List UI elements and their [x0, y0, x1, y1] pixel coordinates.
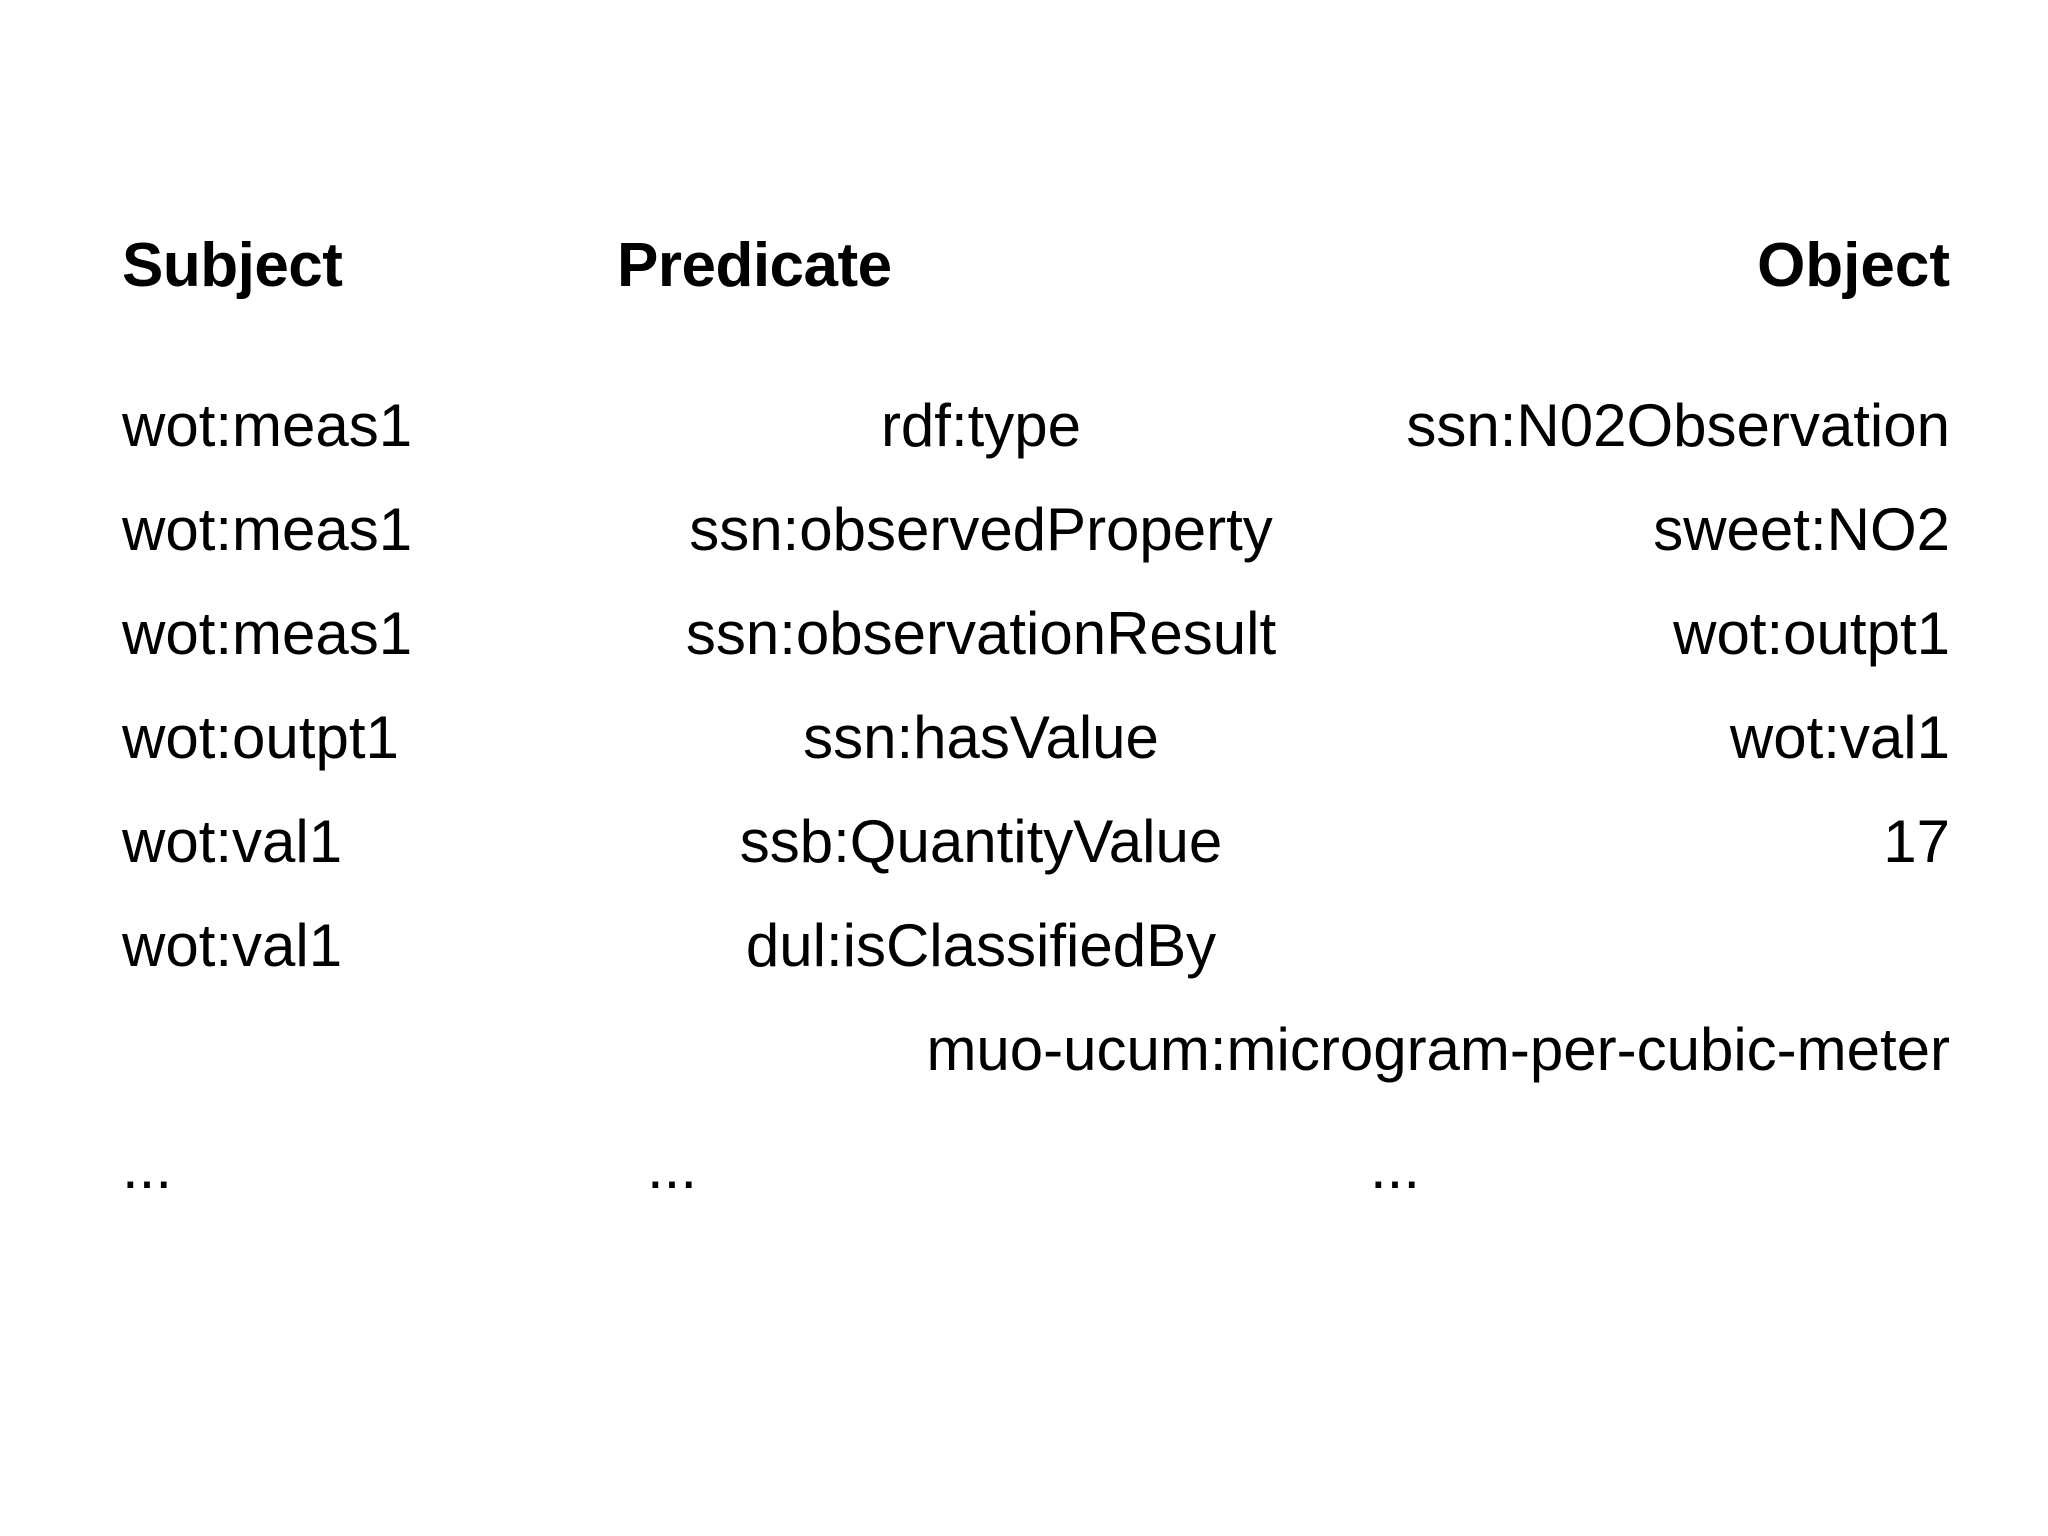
ellipsis-predicate: ... — [647, 1134, 698, 1201]
cell-predicate: ssn:hasValue — [803, 704, 1159, 771]
cell-object: wot:val1 — [1729, 704, 1950, 771]
table-row: wot:val1 ssb:QuantityValue 17 — [122, 790, 1950, 894]
table-row-ellipsis: ... ... ... — [122, 1116, 1950, 1220]
cell-object: ssn:N02Observation — [1406, 392, 1950, 459]
table-row: wot:outpt1 ssn:hasValue wot:val1 — [122, 686, 1950, 790]
table-row: wot:meas1 rdf:type ssn:N02Observation — [122, 374, 1950, 478]
cell-predicate: rdf:type — [880, 392, 1082, 459]
cell-predicate: ssn:observationResult — [685, 600, 1277, 667]
table-body: wot:meas1 rdf:type ssn:N02Observation wo… — [122, 374, 1950, 1220]
cell-object — [1370, 965, 1950, 966]
cell-subject: wot:meas1 — [122, 496, 413, 563]
cell-predicate: ssb:QuantityValue — [739, 808, 1223, 875]
column-header-subject: Subject — [122, 231, 343, 300]
cell-subject: wot:meas1 — [122, 600, 413, 667]
cell-object: wot:outpt1 — [1673, 600, 1950, 667]
ellipsis-subject: ... — [122, 1134, 173, 1201]
cell-predicate: dul:isClassifiedBy — [745, 912, 1217, 979]
cell-subject: wot:val1 — [122, 808, 343, 875]
table-row: wot:meas1 ssn:observationResult wot:outp… — [122, 582, 1950, 686]
cell-object: sweet:NO2 — [1653, 496, 1950, 563]
column-header-object: Object — [1757, 231, 1950, 300]
cell-object: 17 — [1883, 808, 1950, 875]
cell-predicate: ssn:observedProperty — [689, 496, 1273, 563]
cell-object-wrapped: muo-ucum:microgram-per-cubic-meter — [926, 1016, 1950, 1083]
cell-subject: wot:val1 — [122, 912, 343, 979]
table-row: wot:meas1 ssn:observedProperty sweet:NO2 — [122, 478, 1950, 582]
table-row: wot:val1 dul:isClassifiedBy — [122, 894, 1950, 998]
column-header-predicate: Predicate — [617, 231, 892, 300]
rdf-triple-table: Subject Predicate Object wot:meas1 rdf:t… — [122, 228, 1950, 1220]
cell-subject: wot:outpt1 — [122, 704, 399, 771]
cell-subject: wot:meas1 — [122, 392, 413, 459]
table-header-row: Subject Predicate Object — [122, 228, 1950, 304]
ellipsis-object: ... — [1370, 1134, 1421, 1201]
